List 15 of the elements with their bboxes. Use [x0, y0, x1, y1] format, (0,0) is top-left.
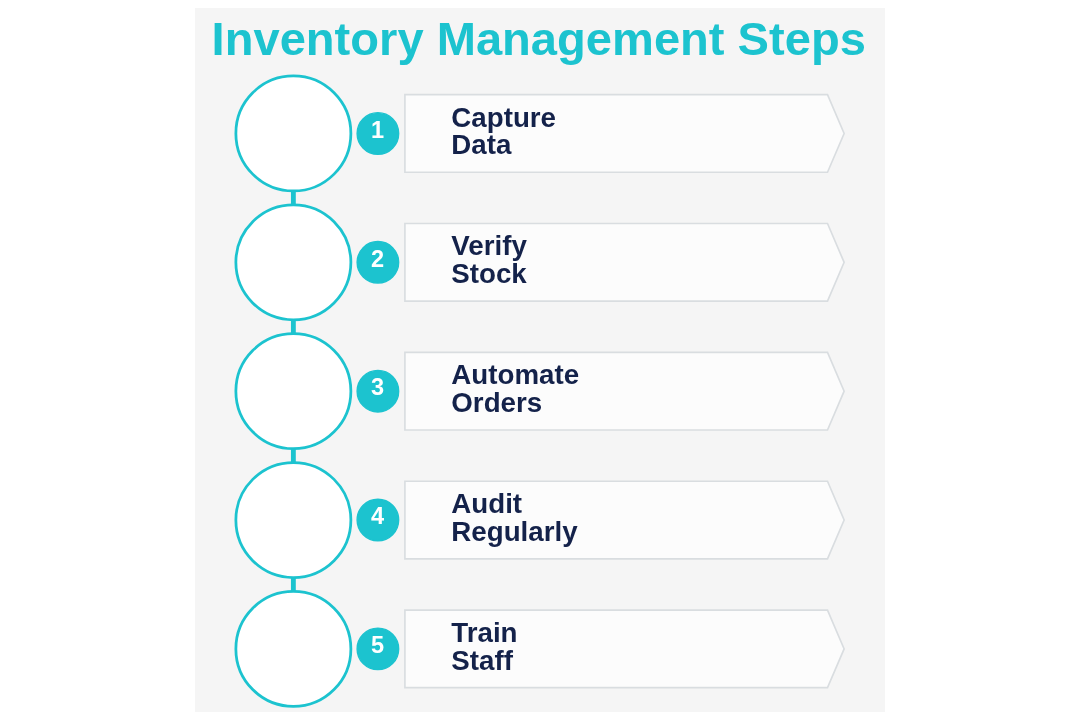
diagram-title: Inventory Management Steps	[211, 12, 866, 66]
connector	[290, 320, 296, 334]
connector	[290, 191, 296, 205]
node-circle	[234, 203, 353, 322]
node-circle: 3	[356, 369, 400, 413]
node-circle: 4	[356, 498, 400, 542]
node-circle	[234, 74, 353, 193]
node-circle	[234, 461, 353, 579]
node-circle: 2	[356, 240, 400, 284]
node-circle	[234, 590, 353, 708]
node-circle	[234, 332, 353, 451]
connector	[290, 448, 296, 463]
node-circle: 1	[356, 112, 400, 155]
node-circle: 5	[356, 627, 400, 671]
connector	[290, 577, 296, 592]
